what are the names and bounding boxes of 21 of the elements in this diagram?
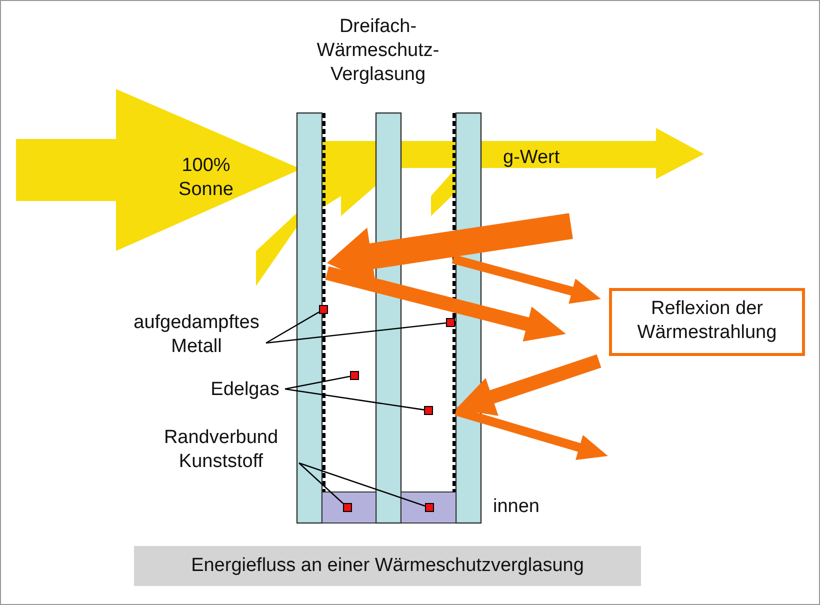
marker-square: [319, 305, 328, 314]
marker-square: [343, 503, 352, 512]
leader-line: [298, 462, 426, 507]
callout-box: Reflexion der Wärmestrahlung: [609, 288, 805, 356]
leader-line: [266, 312, 320, 344]
marker-square: [424, 406, 433, 415]
glazing-label: Dreifach- Wärmeschutz- Verglasung: [316, 15, 440, 87]
part-label: Edelgas: [205, 378, 285, 404]
leader-line: [284, 376, 350, 390]
part-label: 100% Sonne: [178, 154, 234, 202]
leader-line: [284, 388, 424, 410]
leader-line: [266, 322, 446, 344]
part-label: Randverbund Kunststoff: [141, 426, 301, 478]
leader-line: [298, 462, 344, 504]
marker-square: [425, 503, 434, 512]
marker-square: [350, 371, 359, 380]
part-label: aufgedampftes Metall: [129, 311, 264, 363]
caption: Energiefluss an einer Wärmeschutzverglasung: [134, 546, 641, 586]
part-label: innen: [493, 495, 540, 519]
marker-square: [446, 318, 455, 327]
part-label: g-Wert: [503, 146, 561, 170]
